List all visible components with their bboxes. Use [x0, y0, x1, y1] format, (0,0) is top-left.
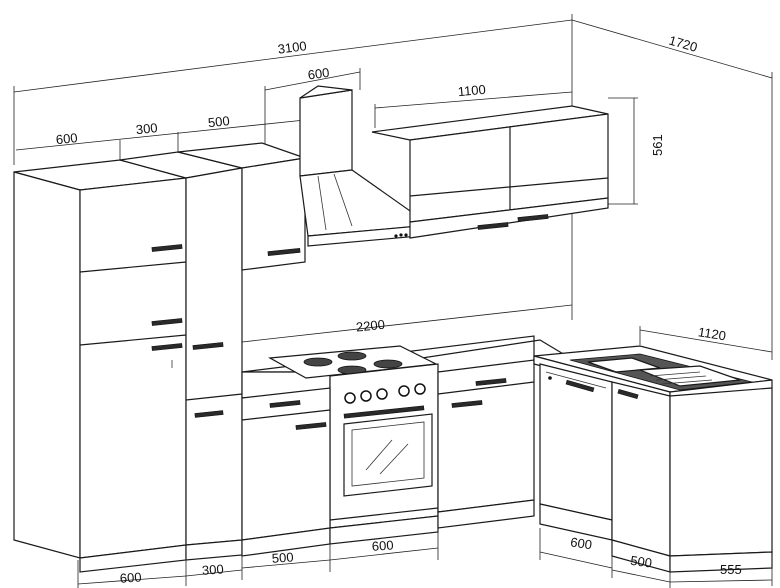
dimension-lines-top: [13, 14, 773, 360]
dim-bottom-500-right: 500: [629, 553, 653, 571]
hob: [268, 345, 439, 379]
dim-hood-width: 600: [307, 65, 330, 83]
range-hood: [299, 85, 432, 247]
dim-bottom-600-left: 600: [119, 569, 142, 585]
dim-bottom-600-dishwasher: 600: [569, 534, 593, 552]
dim-top-tall-left: 600: [55, 130, 78, 147]
tall-cabinet-600: [13, 159, 187, 559]
knob-icon[interactable]: [360, 390, 372, 402]
dim-side-counter: 1120: [697, 324, 727, 343]
dimension-labels: 3100 1720 600 1100 561 600 300 500 2200 …: [55, 33, 742, 586]
dishwasher-handle-icon[interactable]: [565, 379, 595, 393]
knob-icon[interactable]: [414, 383, 426, 395]
dim-top-wall-left: 500: [207, 113, 230, 130]
handle-icon[interactable]: [475, 378, 507, 386]
corner-base-cabinet: [611, 381, 773, 573]
wall-cabinets-1100: [371, 105, 609, 239]
dimension-lines-bottom: [77, 518, 773, 588]
handle-icon[interactable]: [617, 388, 639, 400]
handle-icon[interactable]: [517, 214, 549, 222]
dim-overall-length: 3100: [277, 38, 308, 56]
handle-icon[interactable]: [151, 244, 183, 252]
handle-icon[interactable]: [151, 343, 183, 351]
handle-icon[interactable]: [194, 410, 224, 418]
dim-bottom-500: 500: [271, 549, 294, 565]
knob-icon[interactable]: [344, 392, 356, 404]
dim-side-depth: 1720: [667, 33, 699, 55]
dim-wall-cabinets-height: 561: [650, 134, 665, 156]
dim-wall-cabinets-width: 1100: [457, 82, 486, 99]
side-counter: [533, 345, 773, 401]
knob-icon[interactable]: [398, 385, 410, 397]
knob-icon[interactable]: [376, 388, 388, 400]
oven-handle-icon[interactable]: [343, 405, 425, 419]
dim-bottom-600-oven: 600: [371, 537, 394, 553]
dim-top-tall-mid: 300: [135, 120, 158, 137]
handle-icon[interactable]: [151, 318, 183, 326]
handle-icon[interactable]: [477, 222, 509, 230]
dim-bottom-555: 555: [720, 562, 742, 577]
handle-icon[interactable]: [269, 400, 301, 408]
dishwasher: [539, 363, 613, 541]
dim-counter-length: 2200: [355, 317, 385, 335]
handle-icon[interactable]: [451, 400, 483, 408]
oven: [329, 363, 439, 529]
handle-icon[interactable]: [267, 248, 301, 256]
handle-icon[interactable]: [192, 342, 224, 350]
dim-bottom-300: 300: [201, 561, 224, 577]
handle-icon[interactable]: [295, 422, 327, 430]
